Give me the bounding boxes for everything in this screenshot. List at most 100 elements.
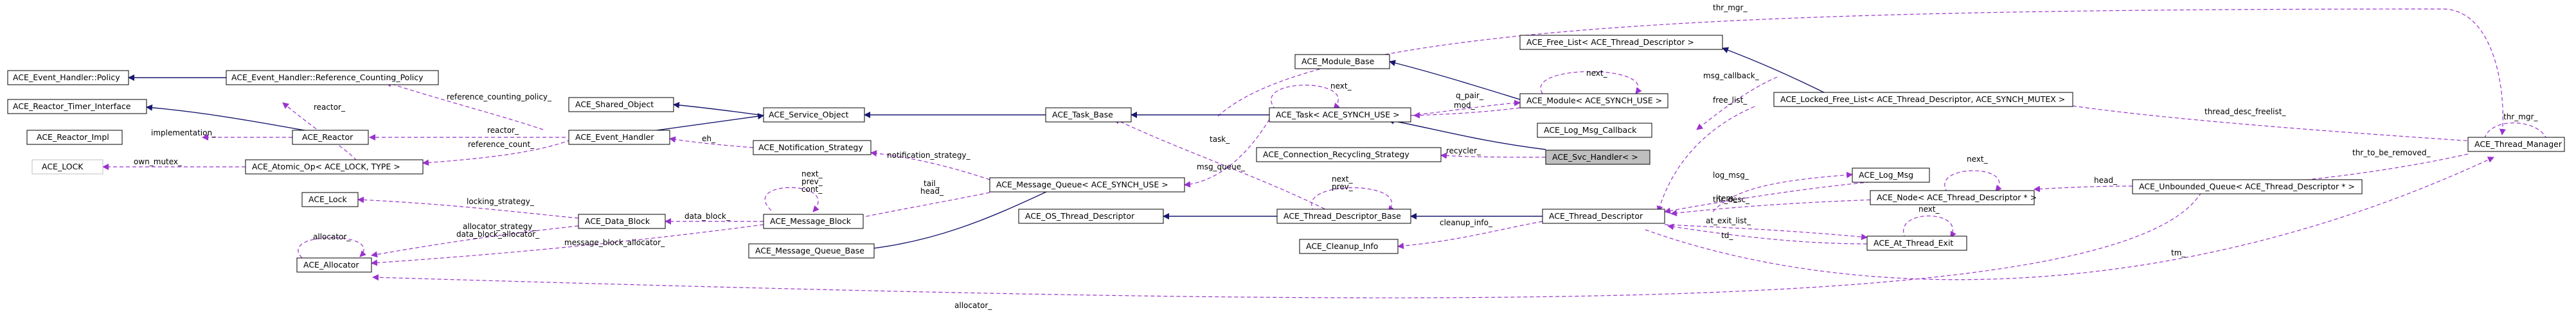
edge-mb-allocator bbox=[371, 224, 764, 266]
node-service-object[interactable]: ACE_Service_Object bbox=[763, 107, 865, 123]
edge-next-ate bbox=[1903, 216, 1956, 239]
node-label: ACE_Reactor_Timer_Interface bbox=[13, 101, 131, 111]
node-label: ACE_Cleanup_Info bbox=[1306, 241, 1378, 251]
node-reactor[interactable]: ACE_Reactor bbox=[292, 130, 369, 145]
node-notification-strategy[interactable]: ACE_Notification_Strategy bbox=[753, 140, 872, 155]
label-thr-desc: thr_desc_ bbox=[1713, 195, 1750, 204]
label-head-uq: head_ bbox=[2094, 176, 2118, 185]
node-thread-descriptor-base[interactable]: ACE_Thread_Descriptor_Base bbox=[1276, 209, 1411, 224]
node-module-base[interactable]: ACE_Module_Base bbox=[1294, 54, 1390, 69]
node-label: ACE_Data_Block bbox=[585, 216, 650, 226]
node-label: ACE_Atomic_Op< ACE_LOCK, TYPE > bbox=[252, 162, 400, 171]
edge-head-uq bbox=[2034, 185, 2133, 193]
node-label: ACE_Task_Base bbox=[1052, 110, 1113, 119]
node-label: ACE_Thread_Manager bbox=[2474, 139, 2563, 149]
label-next-tdb: next_ bbox=[1332, 175, 1354, 184]
edge-thr-mgr-self bbox=[2483, 122, 2551, 146]
label-msg-queue: msg_queue_ bbox=[1197, 162, 1246, 171]
node-label: ACE_Event_Handler::Policy bbox=[13, 73, 120, 82]
inherit-svch-task bbox=[1388, 117, 1546, 150]
node-log-msg-callback[interactable]: ACE_Log_Msg_Callback bbox=[1537, 123, 1652, 138]
edge-tail-head bbox=[851, 192, 990, 221]
node-ace-node[interactable]: ACE_Node< ACE_Thread_Descriptor * > bbox=[1870, 190, 2037, 205]
label-refcount-policy: reference_counting_policy_ bbox=[447, 92, 552, 101]
label-thread-desc-freelist: thread_desc_freelist_ bbox=[2205, 107, 2286, 116]
node-thread-descriptor[interactable]: ACE_Thread_Descriptor bbox=[1542, 209, 1665, 224]
node-reactor-impl[interactable]: ACE_Reactor_Impl bbox=[26, 130, 123, 145]
node-message-block[interactable]: ACE_Message_Block bbox=[763, 214, 864, 229]
node-label: ACE_LOCK bbox=[42, 162, 84, 171]
label-cleanup: cleanup_info_ bbox=[1440, 218, 1493, 227]
label-alloc-bottom: allocator_ bbox=[954, 301, 992, 310]
node-thread-manager[interactable]: ACE_Thread_Manager bbox=[2467, 137, 2565, 152]
node-shared-object[interactable]: ACE_Shared_Object bbox=[568, 97, 674, 112]
node-atomic-op[interactable]: ACE_Atomic_Op< ACE_LOCK, TYPE > bbox=[245, 159, 424, 175]
node-module[interactable]: ACE_Module< ACE_SYNCH_USE > bbox=[1519, 93, 1668, 108]
node-task[interactable]: ACE_Task< ACE_SYNCH_USE > bbox=[1269, 107, 1411, 123]
label-data-block: data_block_ bbox=[684, 212, 731, 221]
node-svc-handler[interactable]: ACE_Svc_Handler< > bbox=[1545, 150, 1650, 165]
node-label: ACE_Locked_Free_List< ACE_Thread_Descrip… bbox=[1780, 94, 2065, 104]
node-os-thread-descriptor[interactable]: ACE_OS_Thread_Descriptor bbox=[1018, 209, 1164, 224]
edge-at-exit bbox=[1664, 224, 1868, 241]
inherit-reactor-rti bbox=[146, 104, 316, 133]
node-label: ACE_Log_Msg bbox=[1859, 170, 1913, 180]
node-cleanup-info[interactable]: ACE_Cleanup_Info bbox=[1299, 239, 1399, 254]
node-event-handler-refcount-policy[interactable]: ACE_Event_Handler::Reference_Counting_Po… bbox=[226, 70, 439, 85]
node-reactor-timer-interface[interactable]: ACE_Reactor_Timer_Interface bbox=[7, 99, 147, 114]
label-free-list: free_list_ bbox=[1713, 96, 1748, 105]
inherit-evh-svcobj bbox=[642, 113, 764, 133]
node-at-thread-exit[interactable]: ACE_At_Thread_Exit bbox=[1866, 236, 1967, 251]
label-recycler: recycler_ bbox=[1446, 146, 1481, 155]
edge-allocator-bottom bbox=[372, 192, 2202, 298]
edge-notif-strategy bbox=[870, 150, 990, 180]
label-next-ate: next_ bbox=[1919, 205, 1940, 214]
label-tail: tail_ bbox=[924, 179, 940, 188]
node-ace-lock-gray[interactable]: ACE_LOCK bbox=[31, 159, 103, 175]
label-q-pair: q_pair_ bbox=[1456, 91, 1484, 100]
node-label: ACE_Reactor_Impl bbox=[37, 132, 109, 142]
edge-mod bbox=[1413, 107, 1521, 119]
node-ace-lock[interactable]: ACE_Lock bbox=[301, 192, 359, 207]
node-label: ACE_Thread_Descriptor bbox=[1549, 211, 1643, 221]
node-log-msg[interactable]: ACE_Log_Msg bbox=[1852, 167, 1930, 183]
edge-tm bbox=[1645, 157, 2494, 280]
label-td: td_ bbox=[1721, 231, 1733, 240]
node-unbounded-queue[interactable]: ACE_Unbounded_Queue< ACE_Thread_Descript… bbox=[2132, 179, 2363, 194]
node-data-block[interactable]: ACE_Data_Block bbox=[578, 214, 666, 229]
label-refcount: reference_count_ bbox=[468, 140, 535, 149]
label-thr-mgr-r: thr_mgr_ bbox=[2503, 112, 2538, 121]
label-implementation: implementation_ bbox=[151, 128, 217, 137]
edge-msg-queue bbox=[1184, 119, 1270, 188]
node-locked-free-list[interactable]: ACE_Locked_Free_List< ACE_Thread_Descrip… bbox=[1773, 92, 2073, 107]
node-message-queue-base[interactable]: ACE_Message_Queue_Base bbox=[748, 243, 875, 259]
node-event-handler-policy[interactable]: ACE_Event_Handler::Policy bbox=[7, 70, 129, 85]
node-connection-recycling-strategy[interactable]: ACE_Connection_Recycling_Strategy bbox=[1256, 147, 1442, 162]
edge-next-task bbox=[1271, 85, 1340, 110]
label-reactor-2: reactor_ bbox=[487, 126, 519, 135]
label-thr-mgr-top: thr_mgr_ bbox=[1713, 3, 1748, 12]
edge-next-mod bbox=[1540, 71, 1642, 94]
label-next-node: next_ bbox=[1967, 155, 1989, 164]
node-event-handler[interactable]: ACE_Event_Handler bbox=[568, 130, 670, 145]
label-log-msg: log_msg_ bbox=[1713, 171, 1749, 180]
node-task-base[interactable]: ACE_Task_Base bbox=[1045, 107, 1132, 123]
label-tm: tm_ bbox=[2171, 248, 2186, 257]
label-mod: mod_ bbox=[1454, 101, 1476, 110]
node-message-queue[interactable]: ACE_Message_Queue< ACE_SYNCH_USE > bbox=[989, 177, 1185, 193]
node-free-list[interactable]: ACE_Free_List< ACE_Thread_Descriptor > bbox=[1519, 35, 1723, 50]
node-label: ACE_Lock bbox=[309, 194, 347, 204]
node-label: ACE_Service_Object bbox=[769, 110, 848, 119]
edge-refcount bbox=[422, 139, 571, 166]
node-label: ACE_Message_Queue_Base bbox=[755, 246, 864, 255]
edge-refcount-policy bbox=[385, 80, 544, 130]
edge-alloc-strategy bbox=[371, 225, 579, 258]
node-label: ACE_Reactor bbox=[302, 132, 353, 142]
label-own-mutex: own_mutex_ bbox=[134, 157, 183, 166]
edge-locking-strategy bbox=[357, 196, 579, 219]
nodes: ACE_Event_Handler::Policy ACE_Event_Hand… bbox=[7, 35, 2565, 273]
node-allocator[interactable]: ACE_Allocator bbox=[296, 257, 372, 273]
edge-alloc-self bbox=[298, 237, 366, 259]
node-label: ACE_Connection_Recycling_Strategy bbox=[1263, 150, 1409, 159]
